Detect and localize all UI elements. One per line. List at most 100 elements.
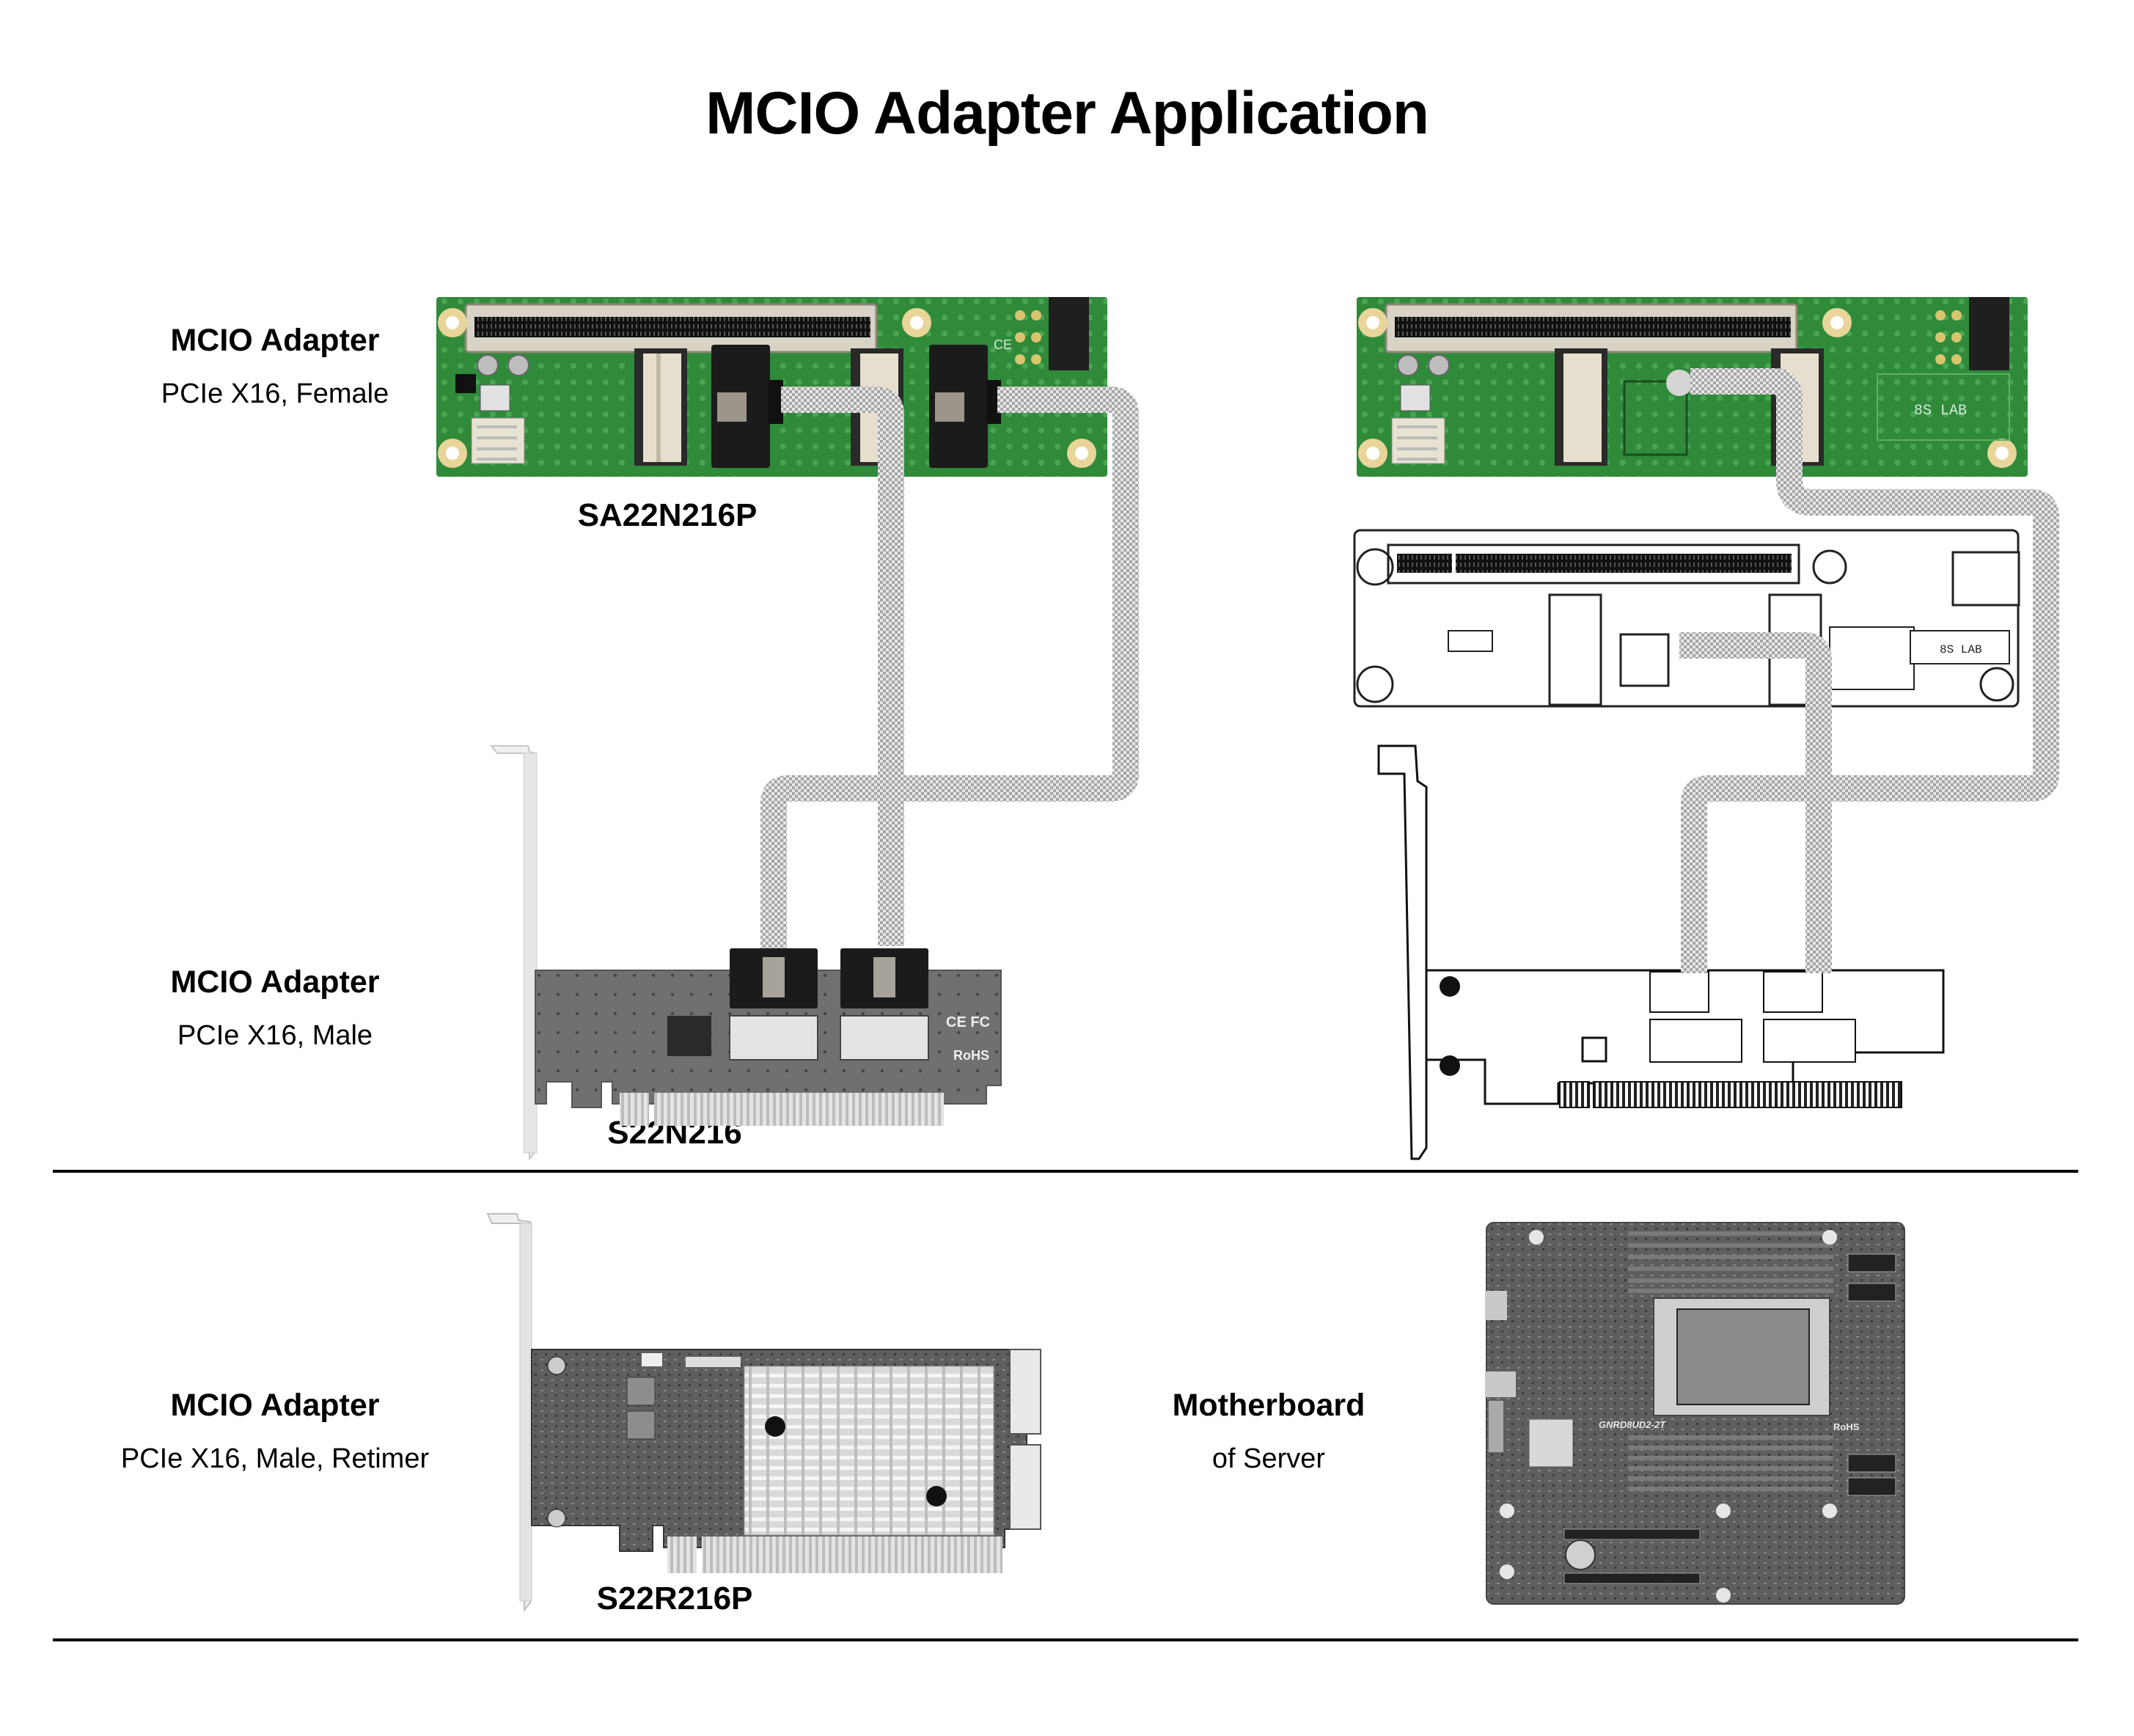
mounting-hole — [1358, 308, 1387, 337]
section-divider-bottom — [53, 1638, 2078, 1641]
mcio-receptacle-1 — [1555, 348, 1607, 466]
power-connector — [1049, 297, 1089, 370]
bracket-rail — [519, 1223, 532, 1602]
mcio-cable-2 — [760, 387, 1139, 948]
row2-subheading: PCIe X16, Male — [177, 1020, 373, 1051]
heatsink-pushpin — [926, 1486, 947, 1506]
motherboard-subheading: of Server — [1211, 1443, 1326, 1474]
usb-port — [1485, 1291, 1507, 1320]
row2-heading: MCIO Adapter — [170, 964, 380, 1000]
capacitor — [477, 354, 499, 376]
silk-label-box — [1877, 373, 2010, 441]
dimm-slots-bottom — [1628, 1435, 1833, 1491]
mounting-hole — [902, 308, 931, 337]
riser-board-outline: 8S LAB — [1353, 529, 2020, 708]
dimm-slots-top — [1628, 1231, 1833, 1293]
mcio-receptacle-1 — [1649, 1019, 1742, 1063]
mcio-receptacle-1 — [729, 1015, 818, 1061]
mcio-receptacle-2 — [1763, 1019, 1856, 1063]
pin-header — [686, 1357, 741, 1367]
mcio-plug-outline-2 — [1763, 971, 1823, 1013]
pcie-slot — [1563, 1572, 1701, 1584]
mcio-receptacle-1 — [1009, 1444, 1041, 1530]
screw-hole — [1440, 976, 1460, 997]
ce-fc-mark: CE FC — [946, 1014, 990, 1030]
mcio-connectors — [1847, 1253, 1896, 1496]
mcio-receptacle-2 — [840, 1015, 929, 1061]
capacitor — [1428, 354, 1450, 376]
silk-label-box — [1910, 630, 2010, 664]
cmos-battery — [1565, 1539, 1596, 1570]
cable-exit — [1666, 370, 1693, 396]
section-divider-top — [53, 1170, 2078, 1173]
s22r216p-card — [486, 1213, 1041, 1612]
gold-fingers-short — [667, 1537, 697, 1573]
mcio-cable-plug-1 — [711, 345, 783, 468]
mcio-receptacle-1 — [634, 348, 687, 466]
mounting-hole — [1822, 308, 1852, 337]
gold-fingers-short — [620, 1093, 649, 1126]
power-pins — [1935, 310, 1962, 365]
silk-lab-text: 8S LAB — [1914, 403, 1967, 420]
capacitor — [1397, 354, 1419, 376]
board-model-marking: GNRD8UD2-2T — [1599, 1419, 1666, 1430]
mounting-hole — [1979, 667, 2014, 702]
page-title: MCIO Adapter Application — [705, 80, 1429, 147]
screw — [547, 1509, 566, 1528]
mounting-hole — [438, 308, 467, 337]
s22n216-card: CE FC RoHS — [489, 745, 1002, 1161]
mcio-cable-1 — [781, 387, 904, 946]
riser-board-green: 8S LAB — [1357, 297, 2028, 477]
server-motherboard: GNRD8UD2-2T RoHS — [1485, 1222, 1905, 1605]
mounting-hole — [1987, 439, 2017, 468]
outline-x16-card — [1377, 744, 1945, 1160]
lan-port — [1485, 1371, 1516, 1397]
fan-header — [1391, 417, 1445, 464]
fan-header — [471, 417, 525, 464]
vga-port — [1489, 1401, 1503, 1452]
ce-mark: CE — [994, 337, 1012, 352]
gold-fingers — [654, 1093, 944, 1126]
inductor-3r3 — [480, 384, 510, 411]
silk-lab-text: 8S LAB — [1940, 643, 1982, 656]
mcio-cable-3 — [1681, 368, 2059, 973]
motherboard-heading: Motherboard — [1172, 1388, 1365, 1423]
mcio-cable-4 — [1679, 632, 1832, 973]
ic-chip — [1581, 1036, 1607, 1063]
mcio-plug-outline-1 — [1649, 971, 1709, 1013]
power-pins — [1015, 310, 1041, 365]
mcio-cable-plug-2 — [840, 948, 928, 1008]
mcio-receptacle-1 — [1548, 593, 1602, 706]
chipset-heatsink — [1528, 1418, 1574, 1468]
rohs-mark: RoHS — [1833, 1421, 1860, 1432]
pcie-slot — [1563, 1528, 1701, 1540]
model-label-sa22n216p: SA22N216P — [577, 497, 758, 533]
inductor-3r3 — [1400, 384, 1431, 411]
mounting-hole — [1356, 665, 1394, 703]
pcie-slot-contacts — [1395, 317, 1791, 337]
mcio-cable-plug-1 — [730, 948, 818, 1008]
gold-fingers-short — [1559, 1081, 1590, 1108]
bracket-rail — [523, 752, 538, 1154]
mounting-hole — [1067, 439, 1096, 468]
row1-heading: MCIO Adapter — [170, 323, 380, 358]
inductor-hr36 — [626, 1410, 656, 1440]
mcio-outline-footprint — [1623, 380, 1688, 456]
pcie-slot-contacts — [1397, 554, 1452, 573]
component-outline — [1448, 630, 1493, 652]
cpu-socket-lga — [1676, 1308, 1810, 1405]
mcio-receptacle-2 — [1009, 1349, 1041, 1435]
inductor-hr36 — [626, 1377, 656, 1406]
pcie-slot-contacts — [1456, 554, 1792, 573]
heatsink-pushpin — [765, 1416, 785, 1437]
mounting-hole — [1500, 1230, 1837, 1603]
ic-chip — [455, 374, 476, 393]
header-connector — [642, 1353, 662, 1366]
mounting-hole — [1358, 439, 1387, 468]
pcie-bracket — [1377, 744, 1428, 1160]
model-label-s22r216p: S22R216P — [596, 1581, 753, 1616]
mcio-cable-plug — [1619, 633, 1670, 687]
power-connector — [1951, 551, 2020, 607]
ic-chip — [667, 1016, 711, 1056]
